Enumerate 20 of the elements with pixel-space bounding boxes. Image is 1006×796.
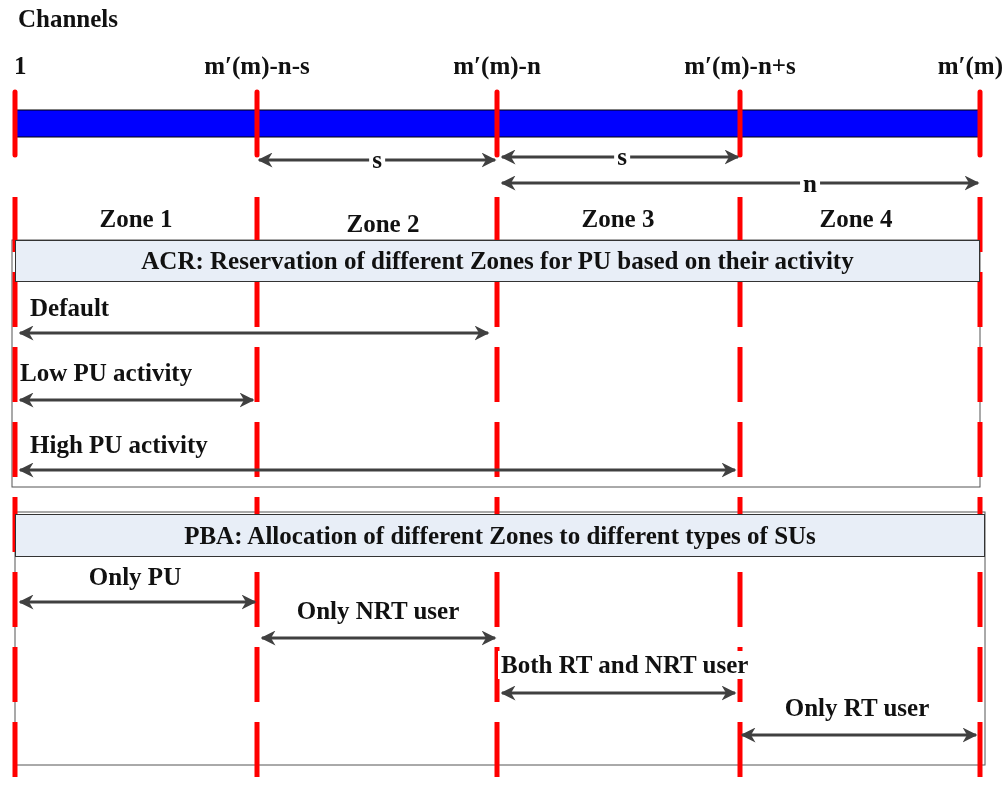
zone-label: Zone 3 bbox=[581, 205, 655, 233]
mode-label: Default bbox=[30, 294, 110, 322]
section-header-band bbox=[15, 240, 980, 282]
mode-label: High PU activity bbox=[30, 431, 208, 459]
channel-index: m′(m) bbox=[937, 52, 1003, 80]
allocation-label: Only PU bbox=[88, 563, 182, 591]
section-title: ACR: Reservation of different Zones for PU based on their activity bbox=[141, 247, 854, 275]
channel-index: m′(m)-n bbox=[453, 52, 541, 80]
section-header-band bbox=[15, 514, 985, 557]
channel-index: 1 bbox=[14, 52, 27, 80]
zone-label: Zone 4 bbox=[819, 205, 893, 233]
axis-title: Channels bbox=[18, 5, 119, 33]
zone-label: Zone 2 bbox=[346, 210, 420, 238]
zone-label: Zone 1 bbox=[99, 205, 173, 233]
section-title: PBA: Allocation of different Zones to different types of SUs bbox=[184, 521, 816, 550]
mode-label: Low PU activity bbox=[20, 359, 193, 387]
allocation-label: Only RT user bbox=[784, 694, 930, 722]
channel-index: m′(m)-n+s bbox=[684, 52, 796, 80]
channel-index: m′(m)-n-s bbox=[204, 52, 310, 80]
allocation-label: Only NRT user bbox=[296, 597, 460, 625]
